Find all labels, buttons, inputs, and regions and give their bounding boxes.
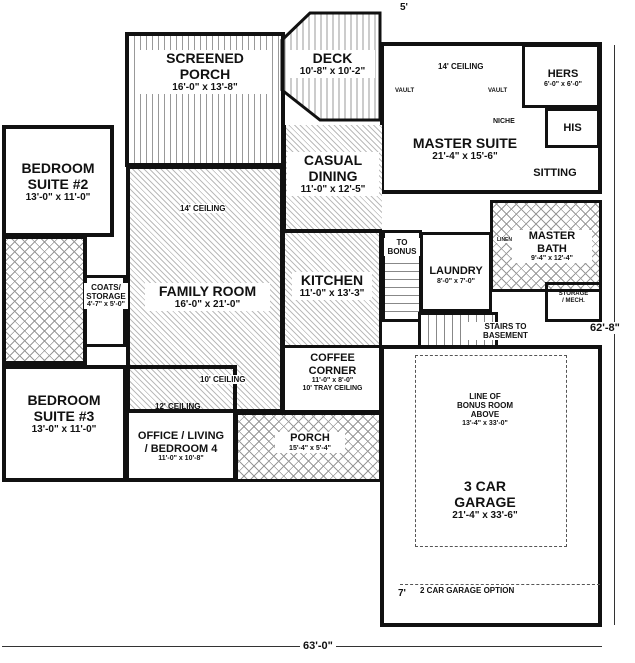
room-size: 4'-7" x 5'-0": [87, 301, 125, 309]
room-name: STORAGE: [86, 292, 126, 302]
dimension-top: 5': [400, 2, 408, 13]
room-name: BATH: [537, 242, 567, 255]
room-name: STAIRS TO: [484, 322, 527, 331]
linen-label: LINEN: [497, 237, 512, 243]
ceiling-note: 12' CEILING: [155, 402, 201, 411]
room-name: COATS/: [91, 283, 121, 292]
room-size: 21'-4" x 33'-6": [452, 510, 518, 522]
room-name: / MECH.: [562, 297, 585, 304]
storage-mech-label: STORAGE/ MECH.: [545, 291, 602, 305]
room-name: CORNER: [308, 364, 357, 377]
room-size: 9'-4" x 12'-4": [531, 255, 573, 263]
room-name: BONUS: [387, 247, 417, 257]
dimension-7ft: 7': [398, 588, 406, 599]
ceiling-note: 10' CEILING: [200, 375, 246, 384]
storage-mech: [545, 282, 602, 322]
room-name: DINING: [308, 168, 358, 185]
his-label: HIS: [563, 122, 582, 134]
bonus-room-outline: [415, 355, 567, 547]
screened-porch-label: SCREENED PORCH 16'-0" x 13'-8": [140, 50, 270, 94]
garage-option-line: [400, 584, 600, 585]
room-size: 16'-0" x 13'-8": [172, 82, 238, 94]
room-name: BASEMENT: [483, 331, 528, 341]
room-size: 11'-0" x 10'-8": [158, 455, 204, 463]
room-name: COFFEE: [310, 352, 355, 364]
hers-closet: [522, 44, 600, 108]
room-name: DECK: [312, 50, 353, 66]
room-name: CASUAL: [303, 152, 363, 168]
room-name: HERS: [547, 68, 579, 80]
room-name: FAMILY ROOM: [158, 283, 257, 299]
bath-suite-2: [2, 235, 87, 365]
ceiling-note: 14' CEILING: [438, 62, 484, 71]
room-size: 15'-4" x 5'-4": [289, 444, 331, 452]
dimension-bottom: 63'-0": [300, 640, 336, 652]
room-name: BEDROOM: [27, 392, 101, 408]
room-name: PORCH: [290, 432, 330, 444]
garage: [380, 345, 602, 627]
room-name: SUITE #3: [33, 408, 95, 425]
room-size: 11'-0" x 12'-5": [300, 184, 366, 196]
room-name: TO: [396, 238, 408, 247]
room-size: 10'-8" x 10'-2": [299, 66, 366, 78]
room-size: 8'-0" x 7'-0": [437, 277, 475, 285]
ceiling-note: 14' CEILING: [180, 204, 226, 213]
room-name: PORCH: [179, 66, 231, 83]
vault-note: VAULT: [488, 88, 508, 94]
room-size: 16'-0" x 21'-0": [174, 299, 241, 311]
deck-label: DECK 10'-8" x 10'-2": [290, 50, 375, 78]
ceiling-note: 10' TRAY CEILING: [302, 385, 363, 393]
coats-storage: [84, 275, 126, 347]
room-size: 11'-0" x 13'-3": [299, 288, 365, 300]
master-suite: [380, 42, 602, 194]
note: BONUS ROOM: [457, 401, 513, 411]
room-name: STORAGE: [558, 291, 589, 297]
room-name: SCREENED: [166, 50, 244, 66]
room-name: / BEDROOM 4: [144, 442, 218, 455]
room-name: MASTER SUITE: [412, 135, 518, 151]
room-name: KITCHEN: [300, 272, 364, 288]
room-size: 11'-0" x 8'-0": [311, 377, 354, 385]
room-size: 6'-0" x 6'-0": [544, 80, 582, 88]
his-closet: [545, 108, 600, 148]
niche-label: NICHE: [493, 118, 515, 125]
room-name: GARAGE: [454, 494, 516, 511]
room-size: 21'-4" x 15'-6": [432, 151, 498, 163]
room-name: 3 CAR: [463, 478, 506, 494]
room-name: OFFICE / LIVING: [137, 430, 225, 442]
room-name: SUITE #2: [27, 176, 89, 193]
room-name: BEDROOM: [21, 160, 95, 176]
garage-option-label: 2 CAR GARAGE OPTION: [420, 586, 515, 595]
room-size: 13'-4" x 33'-0": [462, 419, 508, 427]
sitting-label: SITTING: [533, 167, 577, 179]
room-size: 13'-0" x 11'-0": [31, 424, 97, 436]
vault-note: VAULT: [395, 88, 415, 94]
room-name: LAUNDRY: [429, 265, 483, 277]
note: ABOVE: [470, 410, 500, 420]
room-name: MASTER: [528, 230, 576, 242]
dimension-line-right: [614, 45, 615, 625]
note: LINE OF: [469, 392, 501, 401]
dimension-right: 62'-8": [590, 322, 620, 334]
room-size: 13'-0" x 11'-0": [25, 192, 91, 204]
